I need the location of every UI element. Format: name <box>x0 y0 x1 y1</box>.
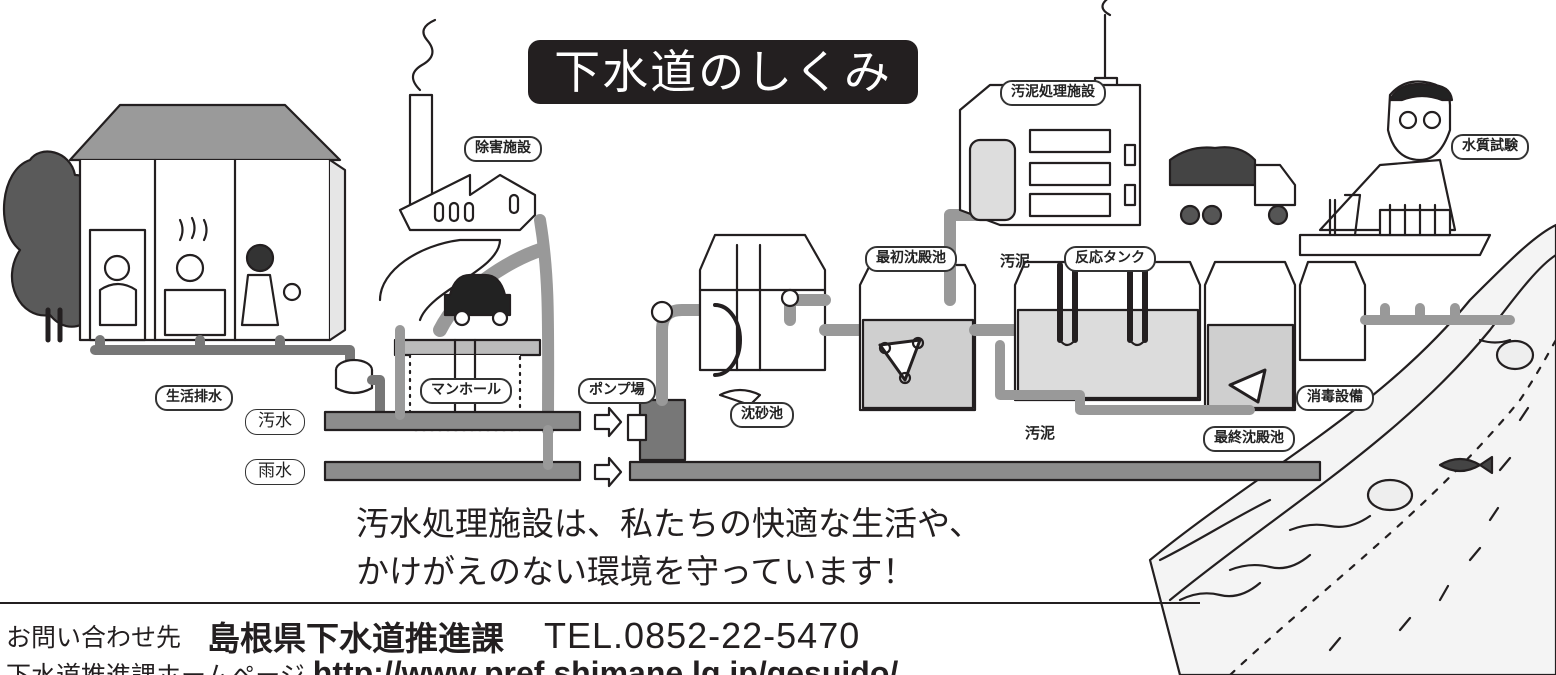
removal-facility-building <box>398 18 537 232</box>
contact-tel[interactable]: TEL.0852-22-5470 <box>544 615 861 656</box>
message-line-2: かけがえのない環境を守っています！ <box>356 552 916 591</box>
arrow-icon <box>593 406 623 438</box>
contact-label: お問い合わせ先 <box>6 623 182 652</box>
message-line-1: 汚水処理施設は、私たちの快適な生活や、 <box>356 504 983 543</box>
divider <box>0 602 1200 604</box>
sewage-pipe <box>323 410 582 432</box>
contact-info: お問い合わせ先島根県下水道推進課 TEL.0852-22-5470 <box>6 612 860 660</box>
reaction-tank <box>1013 260 1202 402</box>
house <box>68 103 347 342</box>
final-settling-tank <box>1203 260 1297 412</box>
homepage-label: 下水道推進課ホームページ <box>6 661 305 675</box>
contact-org: 島根県下水道推進課 <box>207 619 505 658</box>
homepage-info: 下水道推進課ホームページ http://www.pref.shimane.lg.j… <box>6 655 898 675</box>
grit-chamber <box>698 233 871 407</box>
page-title: 下水道のしくみ <box>528 40 918 104</box>
fish <box>1438 455 1494 475</box>
label-removal-facility: 除害施設 <box>464 136 542 162</box>
label-manhole: マンホール <box>420 378 512 404</box>
label-domestic-wastewater: 生活排水 <box>155 385 233 411</box>
label-sludge-facility: 汚泥処理施設 <box>1000 80 1106 106</box>
label-primary-settling: 最初沈殿池 <box>865 246 957 272</box>
primary-settling-tank <box>858 263 1021 412</box>
label-sewage: 汚水 <box>245 409 305 435</box>
return-sludge-pipe <box>995 340 1255 415</box>
dump-truck <box>1168 146 1297 226</box>
label-grit-chamber: 沈砂池 <box>730 402 794 428</box>
label-disinfection: 消毒設備 <box>1296 385 1374 411</box>
label-rainwater: 雨水 <box>245 459 305 485</box>
arrow-icon <box>593 456 623 488</box>
outfall-splash <box>1366 339 1535 512</box>
label-final-settling: 最終沈殿池 <box>1203 426 1295 452</box>
disinfection-facility <box>1298 260 1515 362</box>
sludge-treatment-facility <box>958 0 1142 227</box>
river-bank <box>1148 223 1556 675</box>
label-sludge-bottom: 汚泥 <box>1025 424 1056 442</box>
rainwater-pipe <box>323 460 1322 482</box>
label-water-test: 水質試験 <box>1451 134 1529 160</box>
label-reaction-tank: 反応タンク <box>1064 246 1156 272</box>
message: 汚水処理施設は、私たちの快適な生活や、 かけがえのない環境を守っています！ <box>356 500 982 596</box>
label-pump-station: ポンプ場 <box>578 378 656 404</box>
house-drain-pipes <box>90 335 385 420</box>
pump-station <box>626 300 721 462</box>
homepage-link[interactable]: http://www.pref.shimane.lg.jp/gesuido/ <box>312 655 899 675</box>
water-test-scientist <box>1298 80 1492 257</box>
label-sludge-top: 汚泥 <box>1000 252 1031 270</box>
